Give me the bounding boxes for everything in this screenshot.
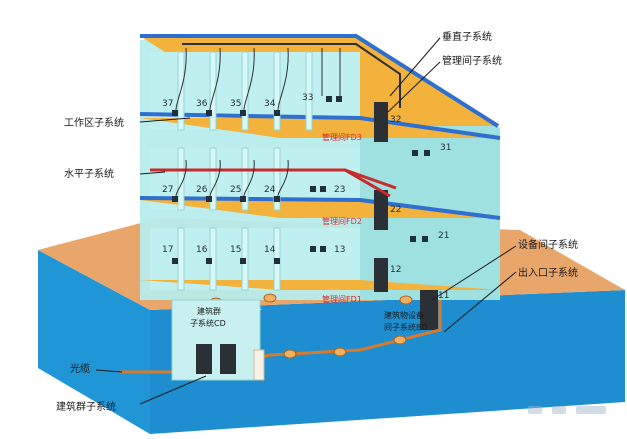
leader-entrance xyxy=(443,271,517,333)
label-entrance: 出入口子系统 xyxy=(518,266,578,279)
leader-vertical xyxy=(389,37,441,97)
closet-racks xyxy=(374,102,438,330)
floor3-room-numbers: 37 36 35 34 33 32 31 xyxy=(162,93,451,153)
room-21: 21 xyxy=(438,231,449,241)
room-12: 12 xyxy=(390,265,401,275)
floor1-room-numbers: 17 16 15 14 13 12 11 xyxy=(162,245,449,301)
room-26: 26 xyxy=(196,185,208,195)
room-33: 33 xyxy=(302,93,313,103)
room-22: 22 xyxy=(390,205,401,215)
room-32: 32 xyxy=(390,115,401,125)
room-34: 34 xyxy=(264,99,276,109)
leader-fiber xyxy=(95,369,123,373)
top-slab-edge xyxy=(140,34,500,128)
horizontal-cables xyxy=(150,168,397,198)
room-24: 24 xyxy=(264,185,276,195)
label-vertical: 垂直子系统 xyxy=(442,30,492,43)
room-17: 17 xyxy=(162,245,173,255)
floor3-slab xyxy=(140,118,500,138)
outlet-icons xyxy=(172,96,430,264)
label-fiber: 光缆 xyxy=(70,362,90,375)
label-horizontal: 水平子系统 xyxy=(64,167,114,180)
campus-box-line1: 建筑群 xyxy=(197,306,221,316)
room-15: 15 xyxy=(230,245,241,255)
closet-fd1-label: 管理间FD1 xyxy=(322,294,362,304)
room-13: 13 xyxy=(334,245,345,255)
room-35: 35 xyxy=(230,99,241,109)
label-equipment-room: 管理间子系统 xyxy=(442,54,502,67)
room-27: 27 xyxy=(162,185,173,195)
room-25: 25 xyxy=(230,185,241,195)
watermark-logo xyxy=(528,406,606,414)
drop-cables xyxy=(175,47,341,197)
room-11: 11 xyxy=(438,291,449,301)
leader-horizontal xyxy=(139,171,166,175)
campus-box-line2: 子系统CD xyxy=(190,318,226,328)
leader-equipment-room xyxy=(387,61,441,113)
building-box-line1: 建筑物设备 xyxy=(384,310,424,320)
room-36: 36 xyxy=(196,99,208,109)
base-side-left xyxy=(38,250,150,434)
label-work-area: 工作区子系统 xyxy=(64,116,124,129)
room-31: 31 xyxy=(440,143,451,153)
backbone-tray xyxy=(182,43,401,108)
leader-work-area xyxy=(139,117,191,123)
floor1-band xyxy=(150,228,360,290)
closet-fd2-label: 管理间FD2 xyxy=(322,216,362,226)
leader-equipment-subsystem xyxy=(431,245,517,301)
room-23: 23 xyxy=(334,185,345,195)
label-equipment-subsystem: 设备间子系统 xyxy=(518,238,578,251)
room-37: 37 xyxy=(162,99,173,109)
closet-fd3-label: 管理间FD3 xyxy=(322,132,362,142)
floor2-room-numbers: 27 26 25 24 23 22 21 xyxy=(162,185,449,241)
building-box-line2: 间子系统BD xyxy=(384,322,428,332)
floor2-slab xyxy=(140,200,500,218)
base-side-front xyxy=(150,290,625,434)
leader-campus xyxy=(139,375,207,405)
label-campus-subsystem: 建筑群子系统 xyxy=(56,400,116,413)
floor1-slab xyxy=(140,280,500,290)
campus-building xyxy=(171,299,265,381)
room-14: 14 xyxy=(264,245,276,255)
room-16: 16 xyxy=(196,245,208,255)
